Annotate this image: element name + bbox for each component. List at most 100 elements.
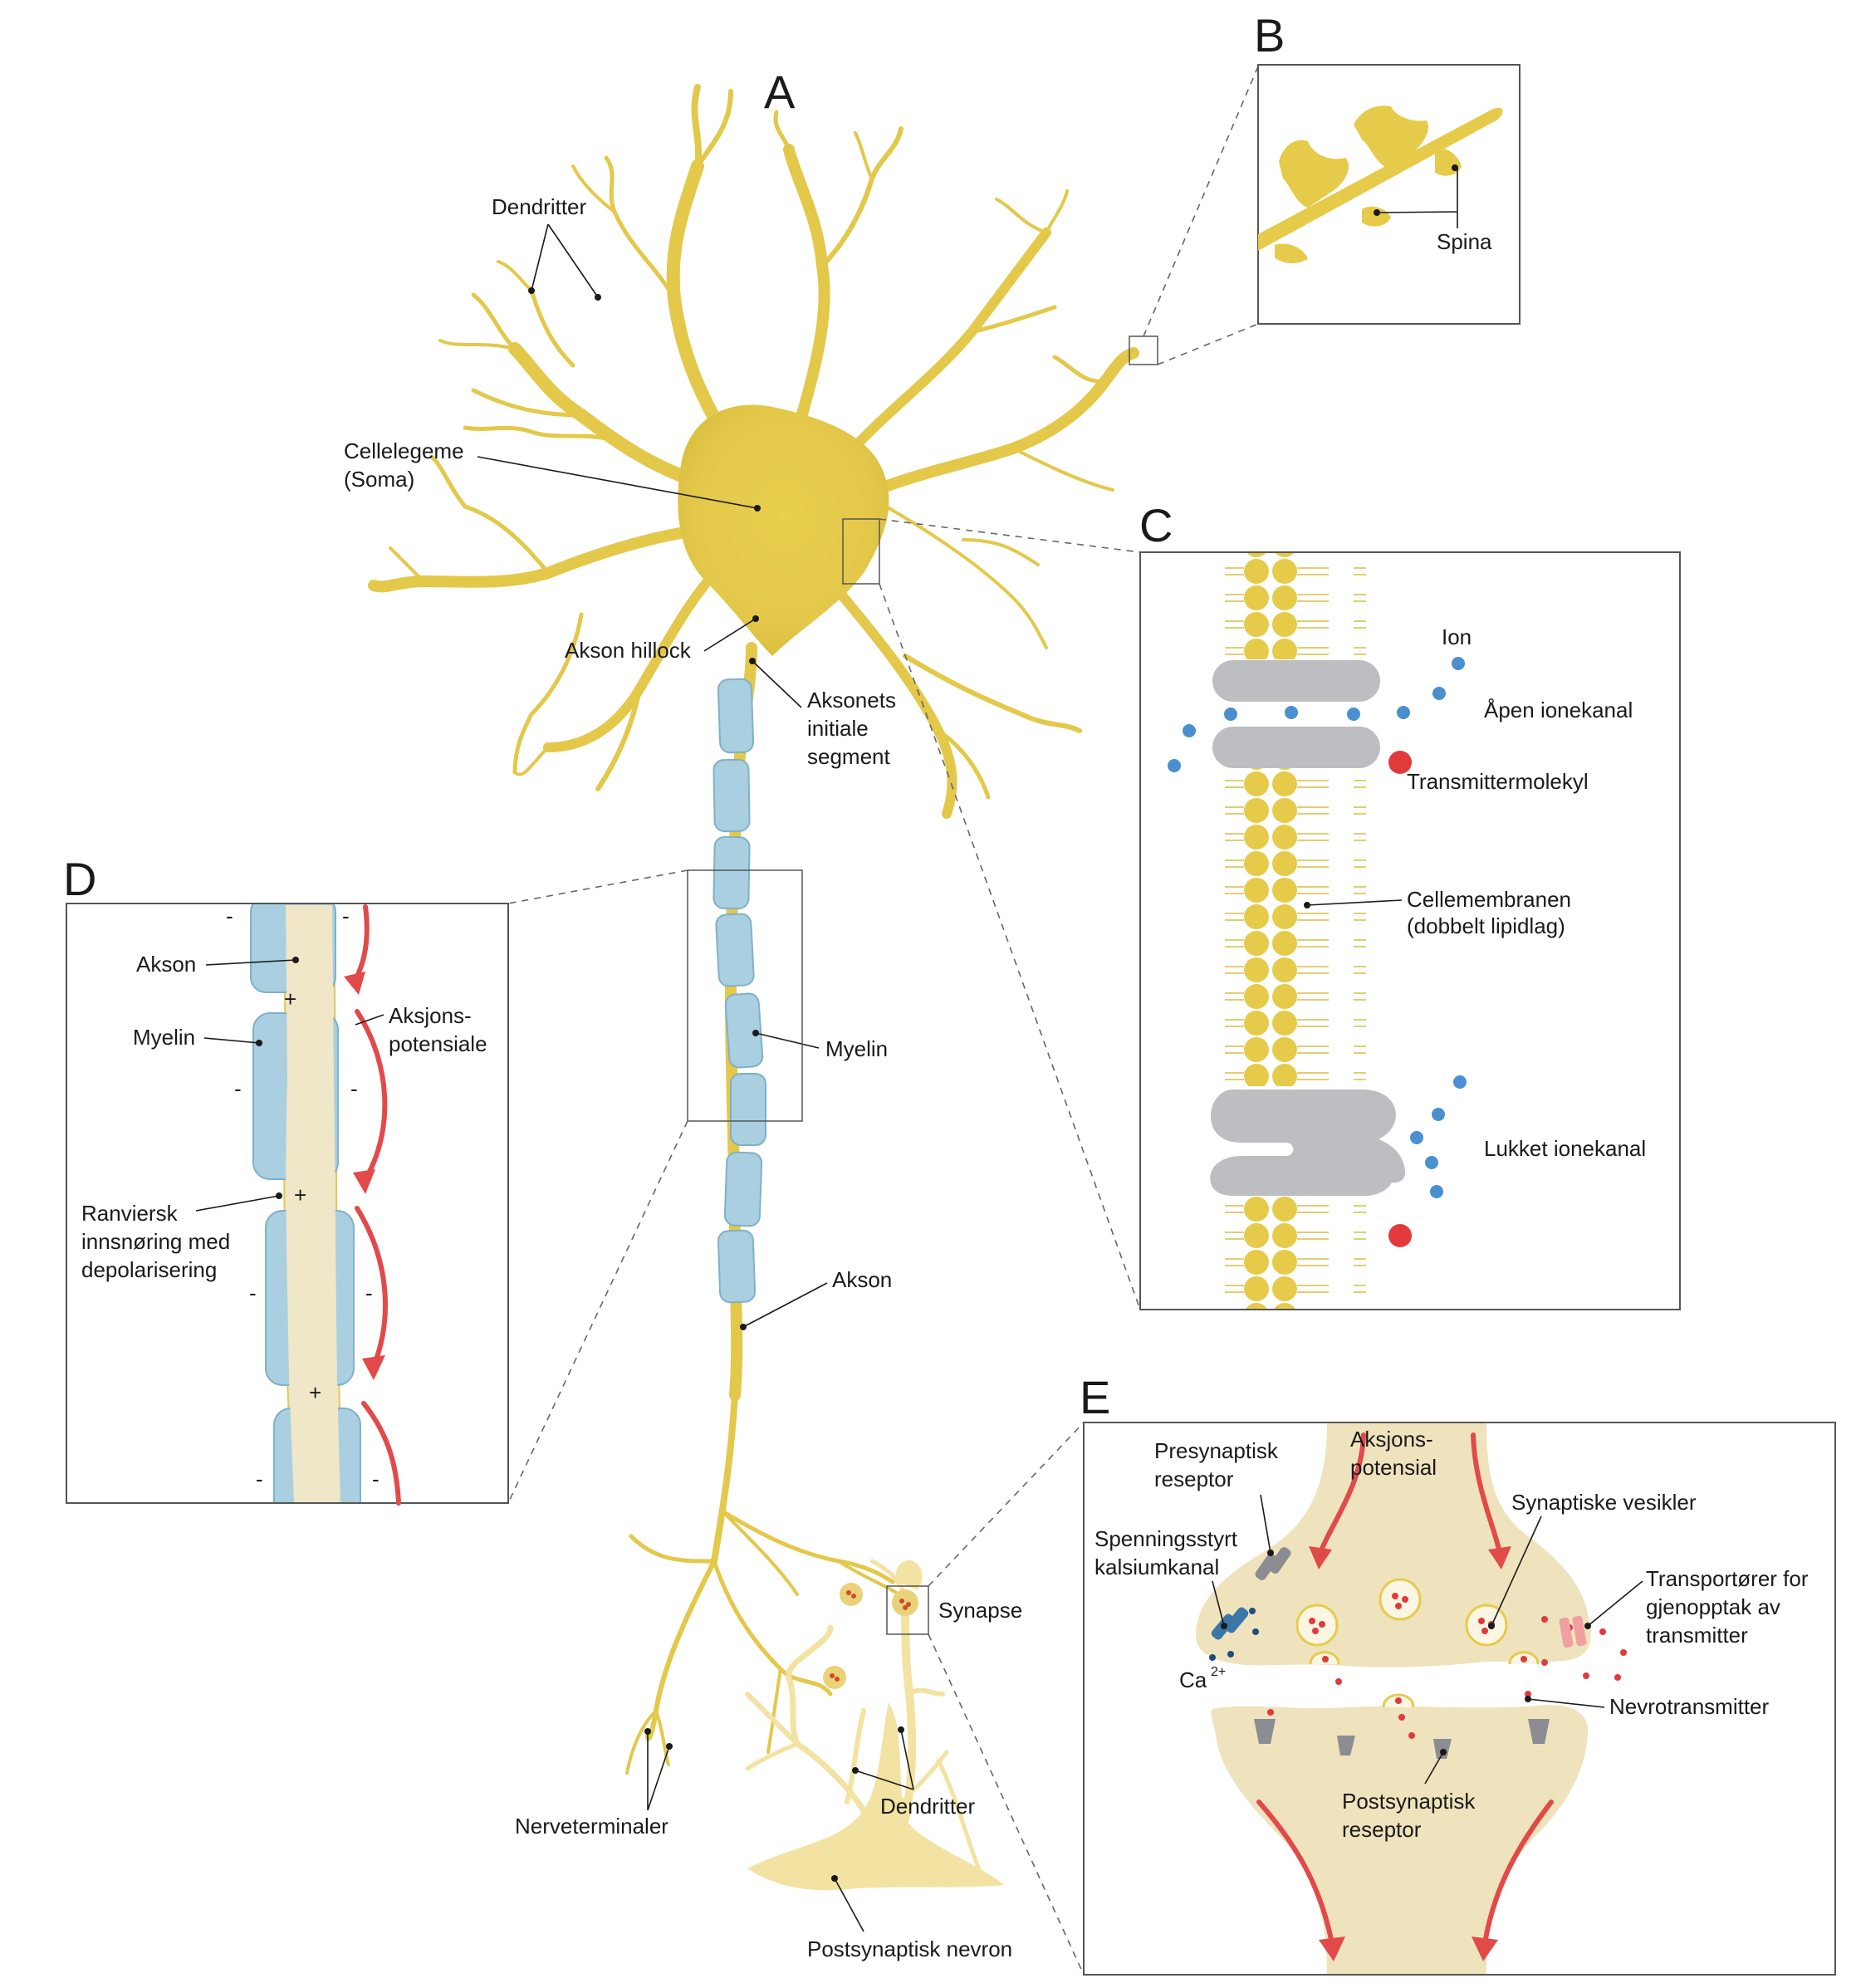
presynaptic-receptor — [1255, 1547, 1291, 1580]
lukket-ionekanal-label: Lukket ionekanal — [1484, 1136, 1646, 1161]
ranviersk-label-1: Ranviersk — [81, 1201, 179, 1226]
panel-letter-c: C — [1139, 499, 1173, 551]
panel-d: D - - + - - + - - + - - — [63, 853, 509, 1506]
hillock-leader — [703, 618, 757, 652]
dendrite-with-spines — [1258, 107, 1503, 251]
zoom-connectors — [507, 66, 1259, 1976]
ions — [1168, 657, 1467, 1198]
panel-b: B Spina — [1254, 9, 1521, 325]
cellemembranen-leader — [1306, 899, 1403, 906]
action-potential-arrows — [344, 904, 401, 1506]
akson-label: Akson — [832, 1267, 892, 1292]
nevrotransmitter-label: Nevrotransmitter — [1609, 1694, 1769, 1719]
panel-letter-e: E — [1080, 1371, 1110, 1423]
initiale-leader — [752, 660, 802, 708]
transmittermolekyl-label: Transmittermolekyl — [1407, 769, 1589, 794]
presynaptisk-label-2: reseptor — [1154, 1467, 1234, 1491]
minus-sign: - — [234, 1076, 242, 1101]
initiale-label-2: initiale — [807, 716, 869, 741]
ranviersk-label-2: innsnøring med — [81, 1229, 230, 1254]
ca-superscript: 2+ — [1211, 1665, 1226, 1679]
d-myelin-leader — [203, 1037, 260, 1044]
postsynaptisk-label-1: Postsynaptisk — [1342, 1789, 1476, 1814]
zoom-box-e — [886, 1585, 929, 1635]
synapse-label: Synapse — [938, 1598, 1022, 1623]
transport-label-2: gjenopptak av — [1646, 1594, 1780, 1619]
soma — [678, 404, 889, 656]
ca-label: Ca — [1179, 1667, 1207, 1692]
aksjons-label-1: Aksjons- — [389, 1003, 472, 1028]
minus-sign: - — [249, 1280, 257, 1305]
minus-sign: - — [226, 903, 233, 928]
postsynaptisk-leader — [1424, 1751, 1444, 1785]
zoom-box-d — [687, 869, 803, 1122]
aksjons-leader — [355, 1014, 384, 1026]
akson-hillock-label: Akson hillock — [565, 638, 692, 663]
postsynaptic-leader — [834, 1878, 864, 1932]
dendritter-label: Dendritter — [492, 194, 586, 219]
myelin-leader — [755, 1032, 820, 1049]
postsynaptic-neuron — [745, 1559, 1005, 1891]
spenning-leader — [1212, 1580, 1225, 1627]
cellelegeme-label-1: Cellelegeme — [344, 438, 464, 463]
synaptic-boutons — [823, 1560, 923, 1689]
transport-label-1: Transportører for — [1646, 1566, 1809, 1591]
initiale-label-3: segment — [807, 744, 890, 769]
e-aksjons-label-2: potensial — [1350, 1455, 1437, 1480]
dendritter-post-label: Dendritter — [880, 1794, 975, 1819]
minus-sign: - — [372, 1467, 380, 1491]
panel-letter-d: D — [63, 853, 96, 905]
plus-sign: + — [309, 1380, 321, 1405]
ranviersk-leader — [195, 1195, 280, 1212]
transmitter-molecule — [1388, 751, 1412, 774]
minus-sign: - — [342, 903, 350, 928]
lipid-bilayer-top — [1225, 553, 1366, 659]
akson-leader — [742, 1282, 828, 1328]
d-akson-leader — [205, 959, 296, 966]
ranviersk-label-3: depolarisering — [81, 1257, 217, 1282]
vesikler-leader — [1491, 1515, 1542, 1627]
presynaptisk-label-1: Presynaptisk — [1154, 1438, 1279, 1463]
dendritter-post-leaders — [855, 1729, 914, 1790]
lipid-bilayer-bottom — [1225, 1192, 1366, 1309]
free-transmitter — [1388, 1224, 1412, 1247]
myelin-segments — [713, 678, 766, 1304]
e-arrows — [1256, 1432, 1554, 1961]
e-aksjons-label-1: Aksjons- — [1350, 1427, 1433, 1452]
transport-leader — [1587, 1580, 1643, 1627]
panel-letter-b: B — [1254, 9, 1285, 61]
nevrotransmitter-leader — [1527, 1698, 1605, 1708]
transport-label-3: transmitter — [1646, 1623, 1748, 1648]
spenning-label-1: Spenningsstyrt — [1095, 1526, 1238, 1551]
spina-label: Spina — [1437, 229, 1492, 254]
zoom-box-c — [842, 518, 880, 585]
plus-sign: + — [294, 1183, 306, 1207]
synaptiske-vesikler-label: Synaptiske vesikler — [1511, 1490, 1697, 1515]
ion-label: Ion — [1442, 624, 1472, 649]
cellemembranen-label-1: Cellemembranen — [1407, 887, 1571, 912]
postsynaptic-receptors — [1254, 1719, 1550, 1759]
panel-letter-a: A — [764, 66, 796, 118]
minus-sign: - — [365, 1280, 373, 1305]
minus-sign: - — [350, 1076, 358, 1101]
apen-ionekanal-label: Åpen ionekanal — [1484, 698, 1633, 722]
open-channel-top — [1212, 660, 1380, 702]
spenning-label-2: kalsiumkanal — [1095, 1555, 1219, 1579]
d-myelin-label: Myelin — [133, 1025, 195, 1050]
neuron-a: A Dendritter Cellelegeme (Soma) Akson hi… — [344, 66, 1158, 1961]
minus-sign: - — [256, 1467, 263, 1491]
soma-leader — [477, 456, 758, 509]
dendrites-upper — [368, 84, 1139, 819]
nerveterminaler-label: Nerveterminaler — [515, 1814, 668, 1839]
initiale-label-1: Aksonets — [807, 688, 896, 712]
axon-terminals — [625, 1509, 907, 1775]
panel-c: C Ion Åpen ionekanal Transm — [1139, 499, 1681, 1310]
myelin-label: Myelin — [825, 1036, 888, 1061]
postsynaptisk-label-2: reseptor — [1342, 1817, 1422, 1842]
dendritter-leaders — [531, 223, 599, 298]
aksjons-label-2: potensiale — [389, 1031, 487, 1056]
plus-sign: + — [284, 987, 296, 1011]
panel-e: E — [1080, 1371, 1836, 1976]
presynaptisk-leader — [1260, 1494, 1271, 1554]
